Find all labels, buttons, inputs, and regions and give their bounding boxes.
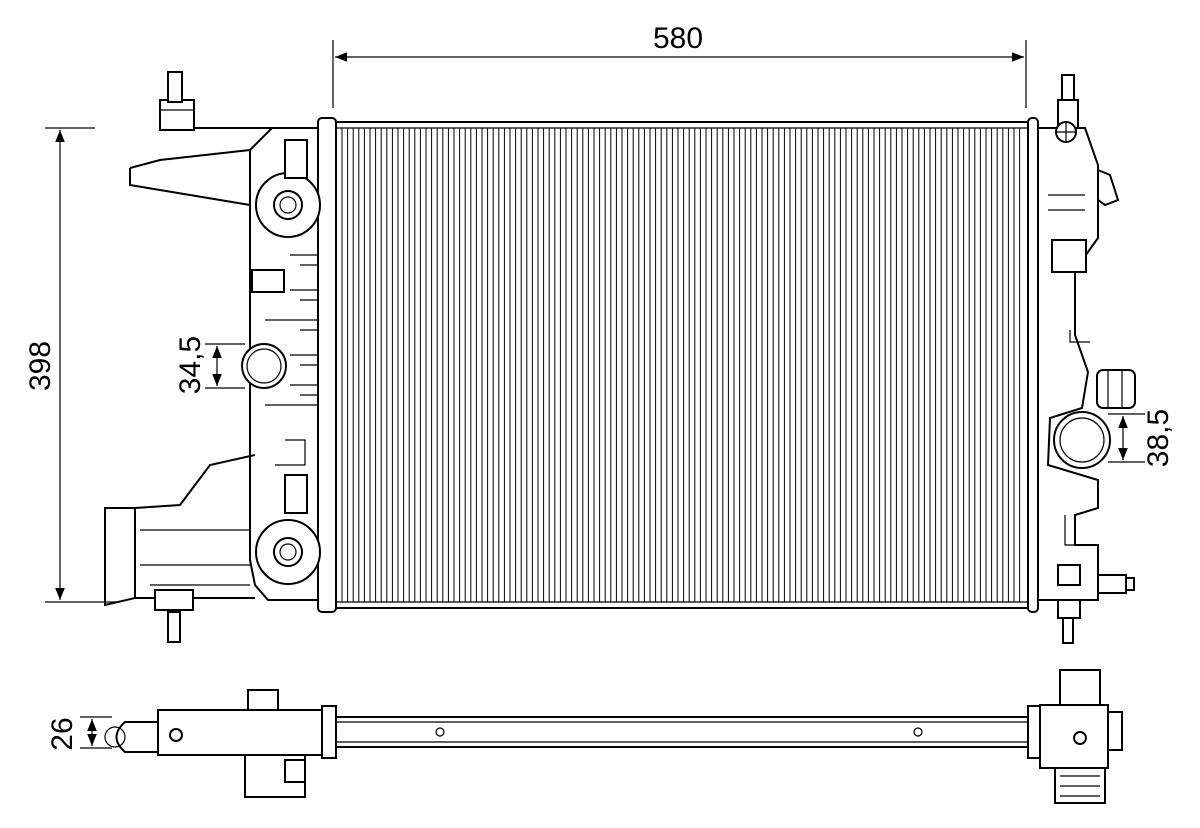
dimension-height: 398: [24, 127, 120, 603]
dimension-inlet: 34,5: [174, 336, 245, 394]
radiator-core: [335, 121, 1029, 609]
dimension-height-label: 398: [24, 341, 57, 391]
right-tank: [1027, 74, 1136, 644]
core-fins: [341, 128, 1021, 602]
dimension-width: 580: [332, 22, 1027, 108]
dimension-outlet-label: 38,5: [1142, 409, 1175, 467]
dimension-width-label: 580: [653, 22, 703, 55]
side-view: [104, 669, 1123, 804]
dimension-inlet-label: 34,5: [174, 336, 207, 394]
front-view: [104, 71, 1136, 644]
dimension-outlet: 38,5: [1108, 409, 1175, 467]
dimension-thickness-label: 26: [46, 717, 79, 750]
dimension-thickness: 26: [46, 716, 112, 751]
left-tank: [104, 71, 337, 643]
